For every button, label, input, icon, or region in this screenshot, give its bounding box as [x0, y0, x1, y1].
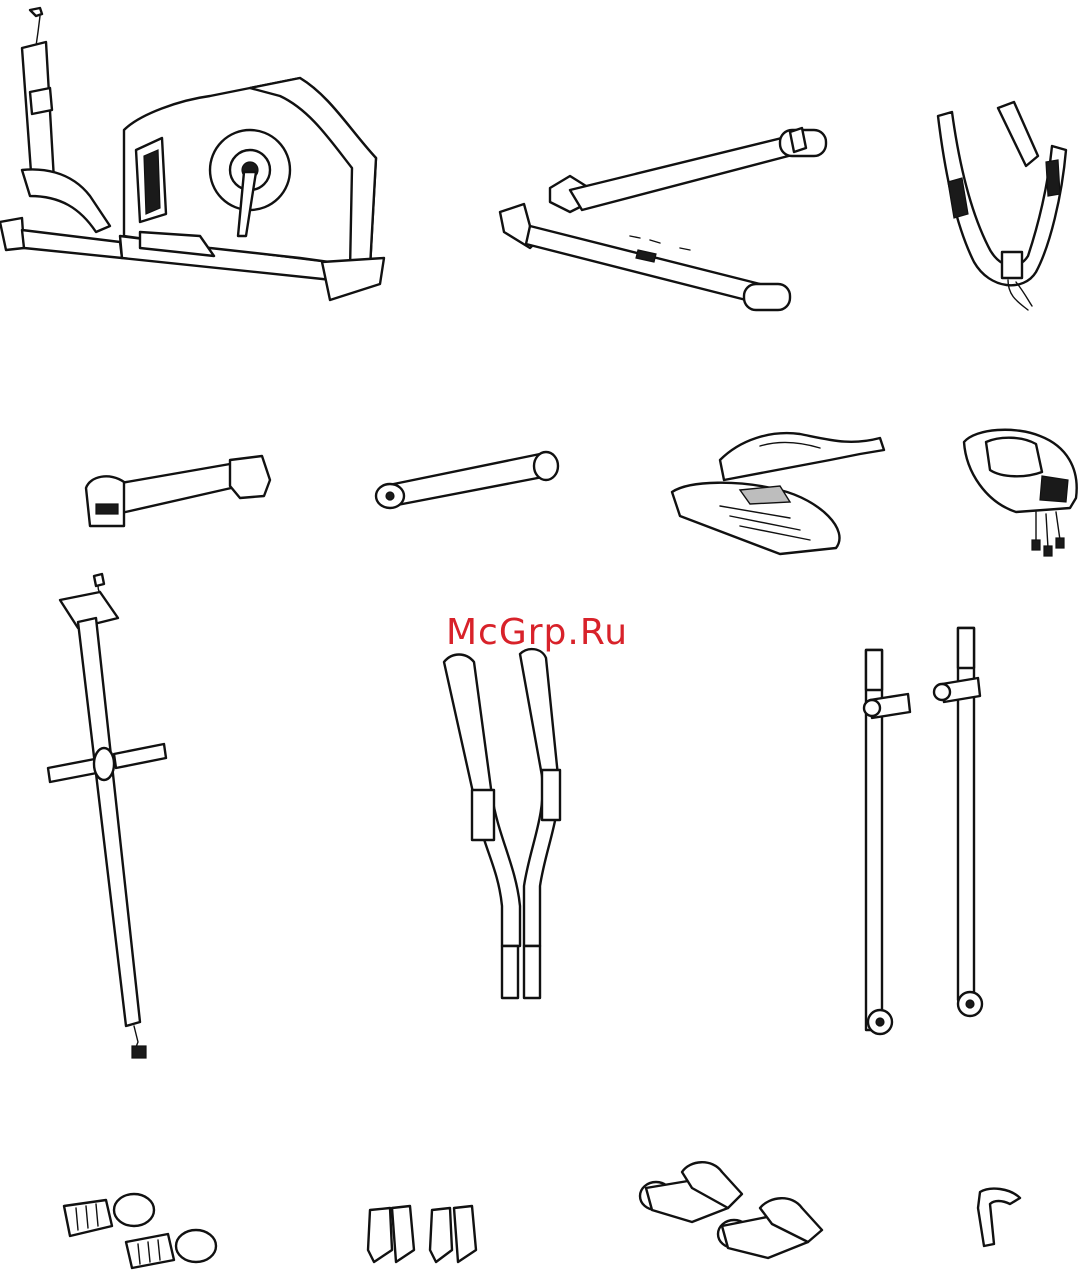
- front-stabilizer: [370, 446, 570, 516]
- pedal-brackets: [632, 1158, 832, 1268]
- foot-pedals-pair: [660, 420, 890, 570]
- bottle-holder: [970, 1184, 1030, 1254]
- pedal-arms-pair: [490, 118, 840, 318]
- axle-bushings: [56, 1186, 226, 1271]
- moving-handlebar-arms-pair: [850, 620, 1000, 1040]
- console-mast: [40, 572, 180, 1072]
- lower-handlebar-pair: [436, 646, 586, 1006]
- console-computer: [956, 422, 1080, 562]
- watermark-text: McGrp.Ru: [446, 612, 628, 653]
- rear-stabilizer: [80, 446, 280, 536]
- handlebar-u-shaped: [928, 96, 1078, 326]
- main-frame-with-flywheel-housing: [0, 0, 400, 310]
- tube-end-clips: [360, 1200, 490, 1270]
